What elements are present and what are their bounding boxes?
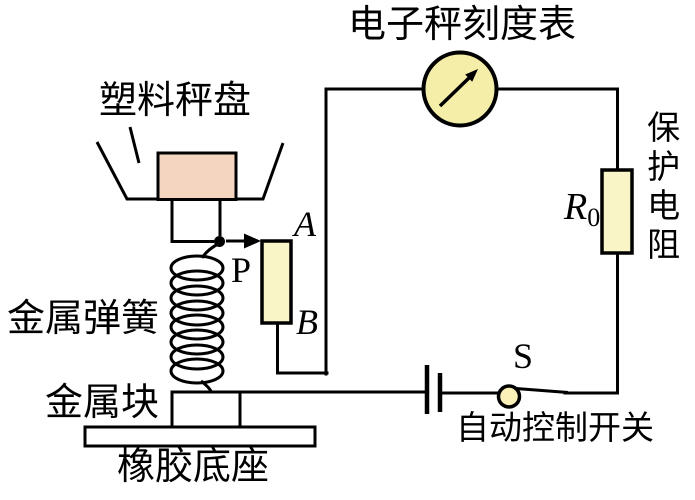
wire-terminal-b [276, 320, 329, 375]
rubber-base-label: 橡胶底座 [117, 446, 270, 488]
battery-symbol [424, 365, 443, 414]
rubber-base-shape [83, 425, 317, 448]
slider-p-label: P [231, 250, 252, 290]
pan-label-pointer-line [128, 126, 141, 164]
resistive-strip-shape [260, 239, 293, 325]
wire-meter-right [494, 87, 619, 173]
resistor-r0-symbol: R [564, 186, 588, 228]
plastic-pan-label: 塑料秤盘 [99, 80, 252, 122]
switch-symbol [496, 384, 569, 409]
dial-meter-icon [421, 50, 499, 128]
protective-resistor-shape [600, 168, 634, 255]
diagram-title: 电子秤刻度表 [348, 4, 577, 46]
scale-assembly [83, 126, 317, 448]
slider-arrowhead [244, 233, 261, 249]
metal-spring-label: 金属弹簧 [7, 298, 160, 340]
terminal-a-label: A [294, 204, 316, 244]
meter-needle-arrowhead [465, 69, 478, 82]
switch-s-label: S [513, 336, 534, 376]
terminal-b-label: B [296, 302, 318, 342]
resistor-r0-subscript: 0 [587, 203, 601, 232]
wire-switch-right [563, 250, 619, 395]
weight-object [156, 151, 238, 201]
switch-pivot [496, 384, 522, 409]
wire-meter-left [324, 87, 426, 376]
junction-dot [214, 236, 225, 247]
spring-coil [169, 242, 225, 393]
auto-switch-label: 自动控制开关 [456, 411, 654, 447]
meter-needle [438, 75, 472, 108]
protective-resistor-label: 保护电阻 [641, 110, 678, 266]
pan-stem-left [170, 199, 214, 243]
potentiometer [226, 233, 293, 325]
switch-lever [515, 387, 569, 394]
resistor-r0-label: R0 [564, 188, 600, 231]
metal-block-shape [170, 390, 242, 429]
metal-block-label: 金属块 [45, 382, 160, 424]
